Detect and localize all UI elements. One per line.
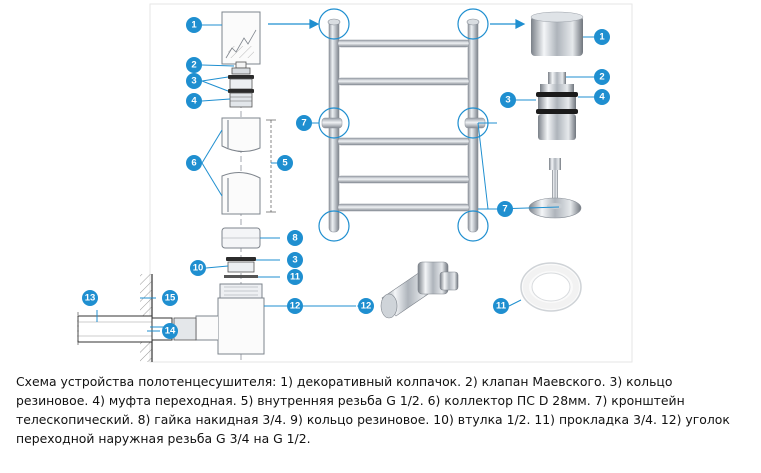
- callout-number: 4: [599, 92, 605, 103]
- angle-fitting-photo: [380, 261, 459, 319]
- mayevsky-valve-drawing: [231, 61, 251, 75]
- callout-11-right: 11: [493, 298, 509, 314]
- callout-number: 11: [290, 272, 301, 283]
- callout-3-left: 3: [186, 73, 202, 89]
- callout-number: 13: [85, 293, 96, 304]
- callout-10: 10: [190, 260, 206, 276]
- callout-number: 6: [191, 158, 196, 169]
- callout-number: 12: [361, 301, 372, 312]
- callout-8: 8: [287, 230, 303, 246]
- callout-3-lower: 3: [287, 252, 303, 268]
- callout-15: 15: [162, 290, 178, 306]
- bushing-and-gasket-drawing: [224, 257, 258, 278]
- chrome-cap-photo: [530, 11, 584, 56]
- towel-dryer-ladder: [321, 18, 486, 233]
- callout-3-right: 3: [500, 92, 516, 108]
- callout-number: 2: [599, 72, 604, 83]
- callout-2-left: 2: [186, 57, 202, 73]
- callout-number: 12: [290, 301, 301, 312]
- callout-number: 10: [193, 263, 204, 274]
- callout-number: 7: [502, 204, 507, 215]
- callout-14: 14: [162, 323, 178, 339]
- valve-assembly-photo: [536, 72, 578, 140]
- decorative-cap-drawing: [221, 11, 261, 65]
- callout-4-right: 4: [594, 89, 610, 105]
- telescopic-bracket-photo: [528, 158, 582, 219]
- callout-13: 13: [82, 290, 98, 306]
- callout-number: 15: [165, 293, 176, 304]
- callout-7-right: 7: [497, 201, 513, 217]
- callout-6: 6: [186, 155, 202, 171]
- drawing-frame: [149, 3, 633, 363]
- coupling-drawing: [228, 75, 254, 108]
- callout-number: 3: [191, 76, 196, 87]
- callout-1-left: 1: [186, 17, 202, 33]
- callout-5: 5: [277, 155, 293, 171]
- callout-11-left: 11: [287, 269, 303, 285]
- callout-number: 14: [165, 326, 176, 337]
- callout-number: 7: [301, 118, 306, 129]
- wall-pipe-drawing: [77, 274, 197, 362]
- gasket-ring-photo: [520, 262, 582, 312]
- collector-pipe-drawing: [221, 117, 276, 215]
- callout-number: 1: [599, 32, 605, 43]
- callout-number: 8: [292, 233, 297, 244]
- union-nut-drawing: [221, 227, 261, 249]
- callout-number: 4: [191, 96, 197, 107]
- callout-2-right: 2: [594, 69, 610, 85]
- callout-12-right: 12: [358, 298, 374, 314]
- callout-12-left: 12: [287, 298, 303, 314]
- callout-number: 3: [505, 95, 510, 106]
- leader-lines: [96, 24, 594, 332]
- towel-dryer-exploded-diagram: 1 2 3 4 6 5 8 3 10 11 12 7 7 1 2 4 3 12 …: [77, 3, 633, 363]
- callout-number: 5: [282, 158, 288, 169]
- callout-number: 11: [496, 301, 507, 312]
- callout-1-right: 1: [594, 29, 610, 45]
- callout-number: 1: [191, 20, 197, 31]
- angle-fitting-drawing: [195, 283, 265, 355]
- callout-number: 3: [292, 255, 297, 266]
- callout-number: 2: [191, 60, 196, 71]
- callout-4-left: 4: [186, 93, 202, 109]
- diagram-caption: Схема устройства полотенцесушителя: 1) д…: [16, 374, 730, 446]
- connector-arrows: [268, 19, 526, 311]
- callout-7-left: 7: [296, 115, 312, 131]
